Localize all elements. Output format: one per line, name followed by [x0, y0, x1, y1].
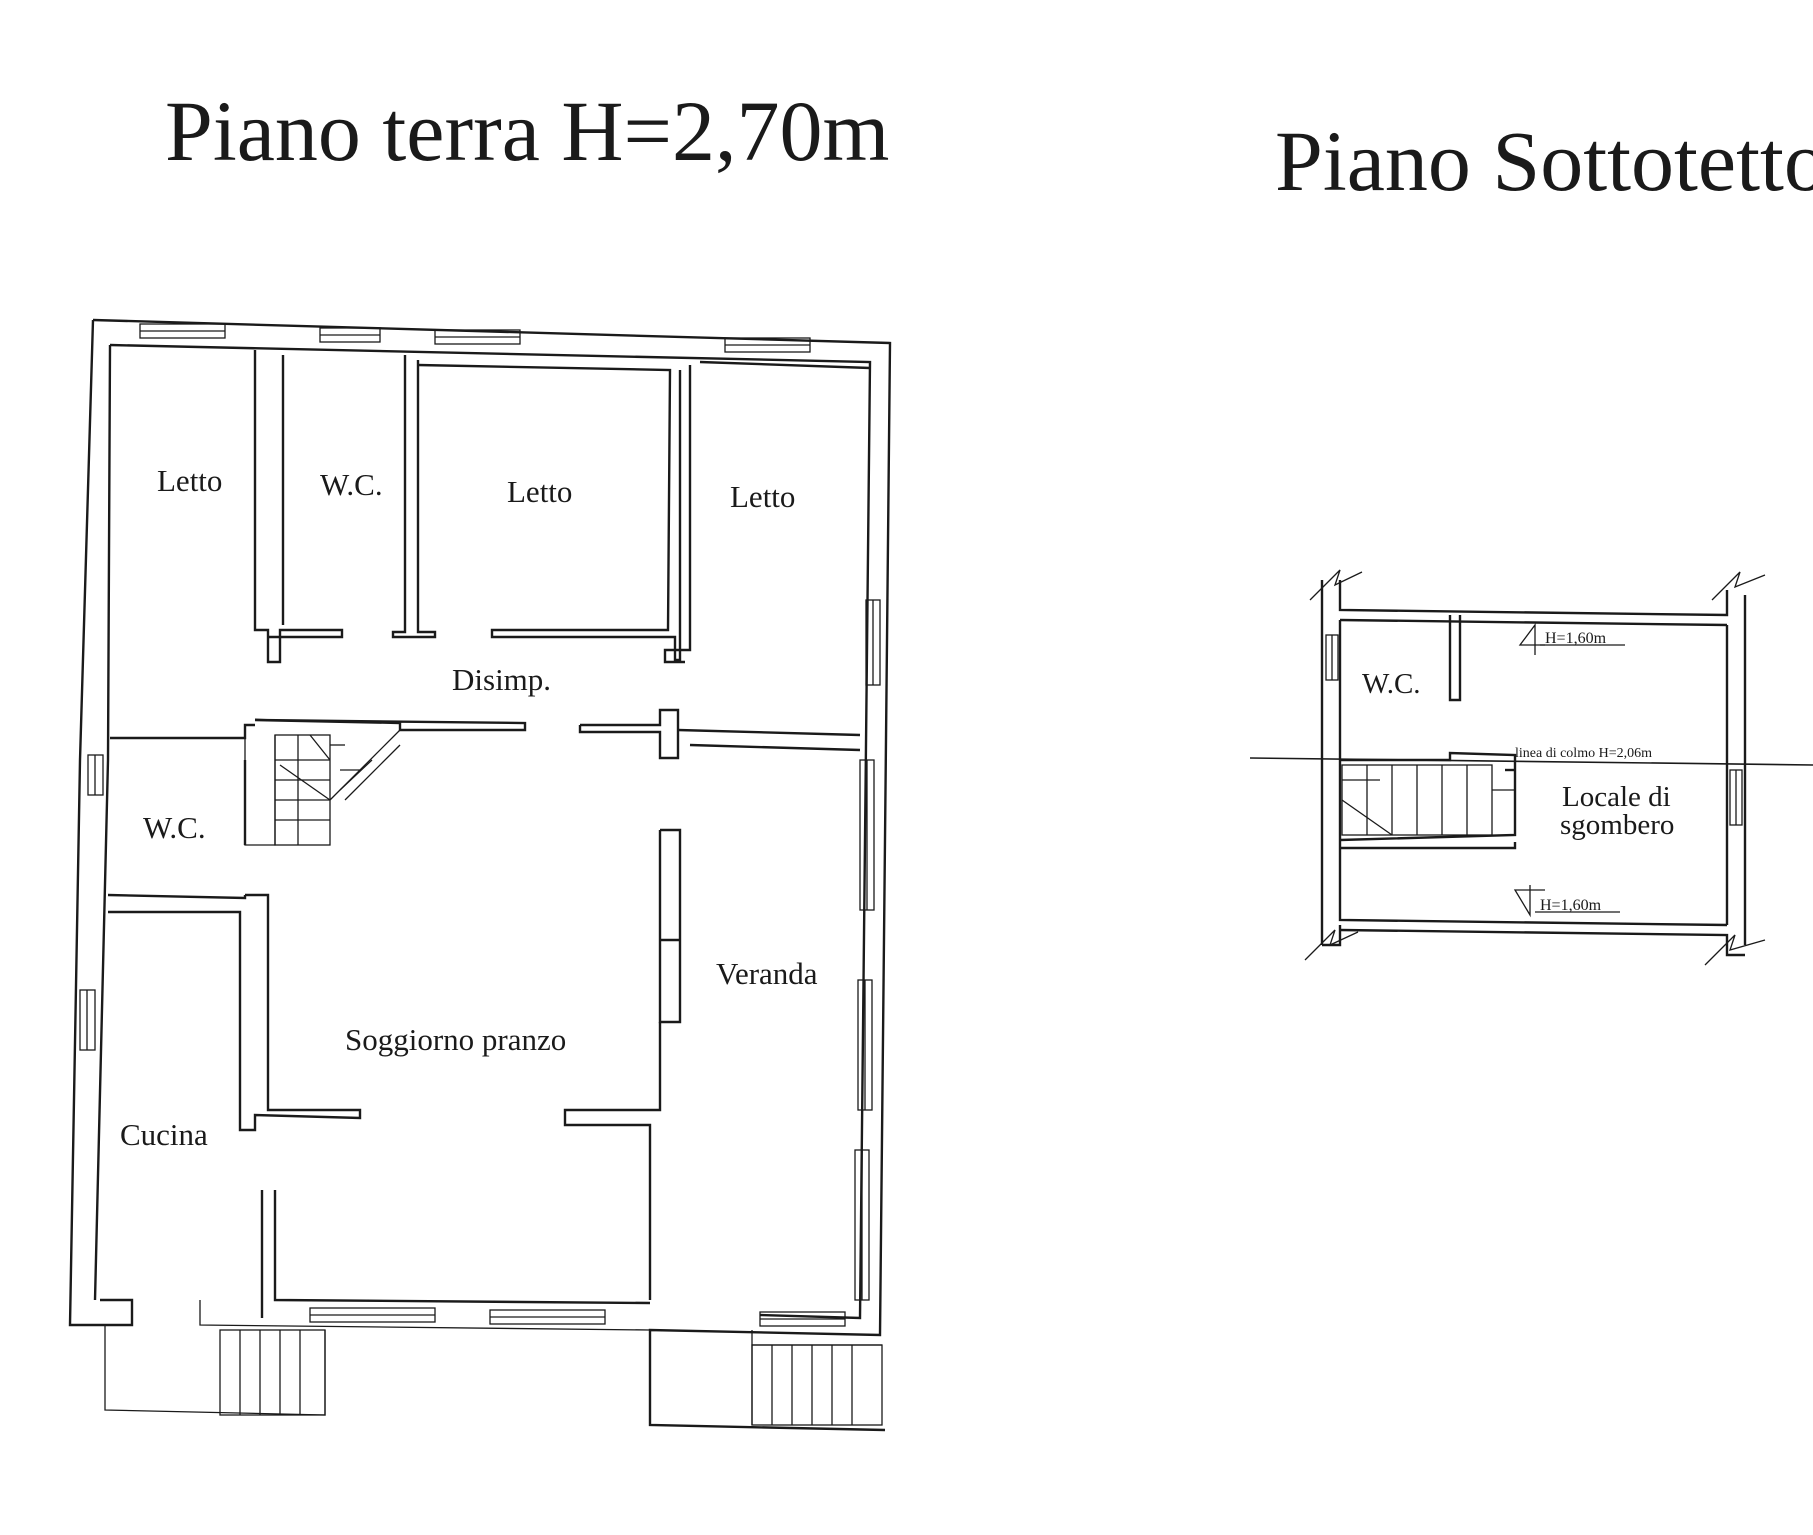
attic-ridge-label: linea di colmo H=2,06m — [1515, 746, 1652, 761]
room-label-hallway: Disimp. — [452, 662, 551, 697]
top-windows — [139, 323, 811, 353]
room-label-bedroom-2: Letto — [507, 474, 572, 509]
ridge-line — [1249, 757, 1813, 766]
attic-walls — [1320, 580, 1747, 957]
room-label-bedroom-3: Letto — [730, 479, 795, 514]
attic-windows — [1325, 634, 1743, 826]
room-label-living-dining: Soggiorno pranzo — [345, 1022, 566, 1057]
attic-room-label-wc: W.C. — [1362, 668, 1421, 700]
entrance-steps-right — [751, 1330, 883, 1426]
right-windows — [854, 599, 881, 1301]
staircase — [244, 729, 401, 846]
exterior-wall-outer — [92, 318, 892, 1432]
room-label-kitchen: Cucina — [120, 1117, 208, 1152]
attic-floor-title: Piano Sottotetto — [1275, 113, 1813, 209]
room-label-veranda: Veranda — [716, 956, 818, 991]
attic-height-lower: H=1,60m — [1540, 897, 1602, 914]
attic-floor-plan: W.C. H=1,60m linea di colmo H=2,06m Loca… — [1249, 569, 1813, 966]
attic-room-label-storage-1: Locale di — [1562, 781, 1671, 813]
left-windows — [79, 754, 104, 1051]
break-marks — [1304, 569, 1766, 966]
attic-height-upper: H=1,60m — [1545, 630, 1607, 647]
ground-floor-title: Piano terra H=2,70m — [165, 83, 889, 179]
exterior-wall-inner-left — [93, 344, 112, 1301]
attic-staircase — [1341, 764, 1515, 836]
attic-room-label-storage-2: sgombero — [1560, 809, 1674, 841]
lower-interior-walls — [107, 760, 682, 1318]
height-marker-lower — [1513, 885, 1620, 918]
bottom-windows — [199, 1300, 846, 1331]
height-marker-upper — [1518, 623, 1625, 655]
exterior-wall-outer-left — [68, 319, 134, 1327]
room-label-wc-lower: W.C. — [143, 810, 206, 845]
room-label-bedroom-1: Letto — [157, 463, 222, 498]
entrance-steps-left — [104, 1325, 326, 1416]
interior-walls — [110, 350, 871, 760]
exterior-wall-inner — [109, 343, 872, 1320]
room-label-wc-upper: W.C. — [320, 467, 383, 502]
ground-floor-plan: Letto W.C. Letto Letto Disimp. W.C. Vera… — [68, 318, 892, 1432]
